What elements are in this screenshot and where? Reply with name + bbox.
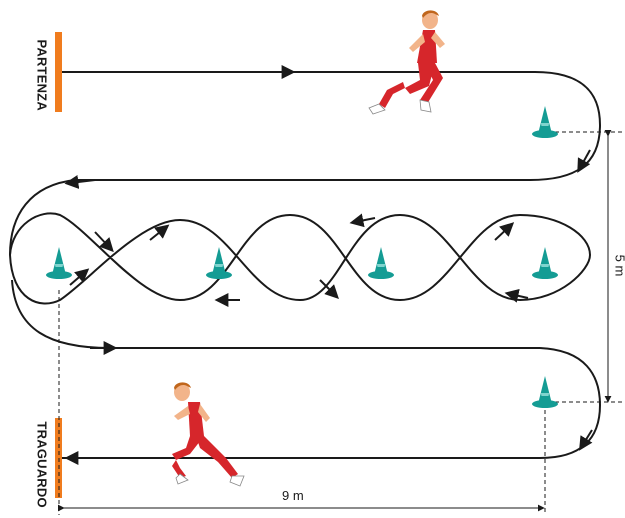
arrow-icon (149, 224, 170, 241)
measurement-lines (57, 129, 622, 515)
start-label: PARTENZA (34, 39, 50, 111)
arrow-icon (577, 149, 591, 173)
arrow-icon (504, 288, 529, 303)
path-left-turn-top (9, 179, 76, 256)
cone-icon (46, 247, 72, 279)
arrow-icon (494, 222, 515, 241)
path-bottom-right-turn (539, 347, 602, 459)
runner-icon (368, 10, 445, 115)
path-left-turn-bottom (11, 279, 111, 349)
path-weave (9, 212, 592, 305)
start-marker-icon (55, 32, 62, 112)
course-path (9, 65, 602, 465)
path-top-right-turn (529, 71, 602, 181)
arrow-icon (579, 429, 593, 451)
finish-label: TRAGUARDO (34, 421, 50, 508)
cone-icon (532, 247, 558, 279)
arrow-icon (64, 175, 96, 189)
runner-icon (172, 382, 245, 487)
cone-icon (532, 376, 558, 408)
cone-icon (368, 247, 394, 279)
arrow-icon (94, 231, 114, 253)
arrow-icon (349, 213, 376, 228)
arrow-icon (319, 279, 339, 299)
width-distance-label: 9 m (282, 488, 304, 503)
cone-icon (206, 247, 232, 279)
cone-icon (532, 106, 558, 138)
arrow-icon (69, 268, 90, 286)
height-distance-label: 5 m (612, 255, 625, 277)
